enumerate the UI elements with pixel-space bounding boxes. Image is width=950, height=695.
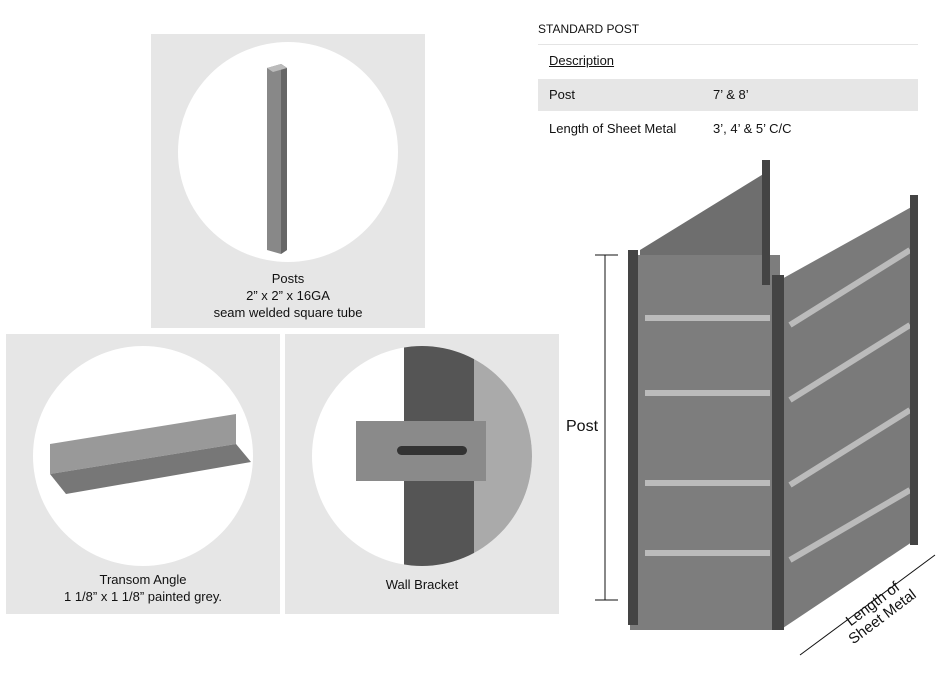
spec-value: 7’ & 8’ bbox=[713, 87, 749, 102]
posts-panel: Posts 2” x 2” x 16GA seam welded square tu… bbox=[151, 34, 425, 328]
transom-desc: 1 1/8” x 1 1/8” painted grey. bbox=[63, 589, 223, 604]
posts-title: Posts bbox=[271, 271, 305, 286]
divider bbox=[538, 44, 918, 45]
enclosure-diagram bbox=[595, 160, 936, 656]
spec-row: Post 7’ & 8’ bbox=[538, 79, 918, 111]
spec-label: Post bbox=[549, 87, 576, 102]
bracket-title: Wall Bracket bbox=[385, 577, 459, 592]
spec-value: 3’, 4’ & 5’ C/C bbox=[713, 121, 792, 136]
post-dimension-label: Post bbox=[566, 418, 599, 435]
transom-title: Transom Angle bbox=[99, 572, 187, 587]
spec-row: Length of Sheet Metal 3’, 4’ & 5’ C/C bbox=[538, 113, 918, 145]
bracket-panel: Wall Bracket bbox=[285, 334, 559, 614]
post-image bbox=[267, 64, 287, 254]
description-header: Description bbox=[549, 53, 615, 68]
transom-panel: Transom Angle 1 1/8” x 1 1/8” painted gre… bbox=[6, 334, 280, 614]
transom-angle-image bbox=[50, 414, 251, 494]
spec-label: Length of Sheet Metal bbox=[549, 121, 677, 136]
posts-desc: seam welded square tube bbox=[213, 305, 363, 320]
spec-title: STANDARD POST bbox=[538, 22, 640, 36]
posts-size: 2” x 2” x 16GA bbox=[246, 288, 330, 303]
